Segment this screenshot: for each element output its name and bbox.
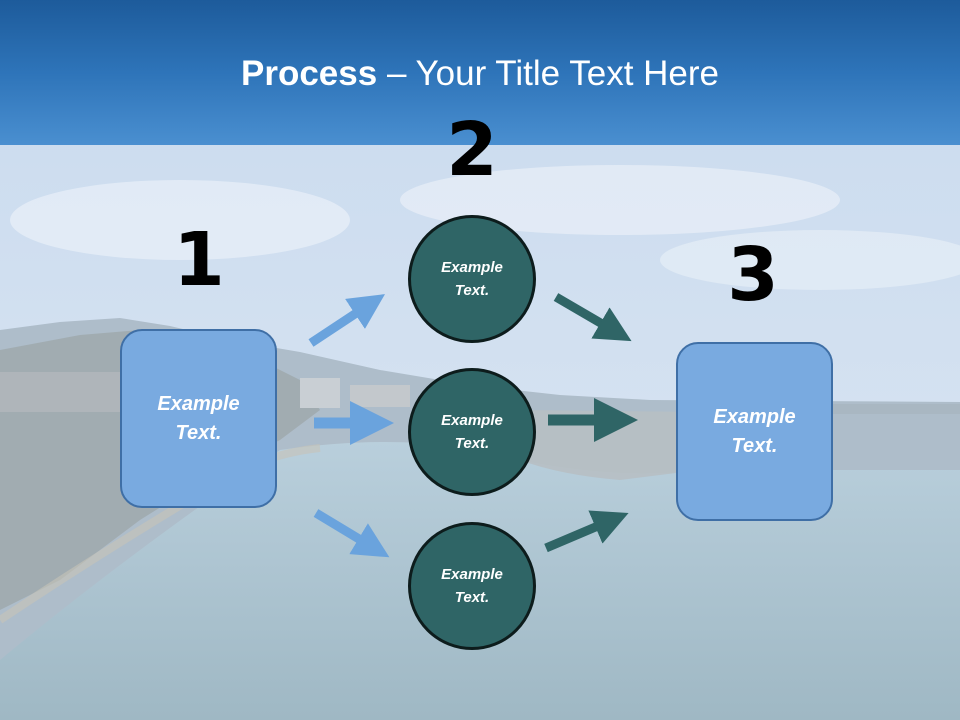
step-2-middle-text: Example Text. (441, 412, 503, 452)
step-3-text: Example Text. (713, 405, 796, 457)
step-1-box: Example Text. (120, 329, 277, 508)
slide-title: Process – Your Title Text Here (0, 52, 960, 96)
arrow-1-to-bottom (313, 509, 390, 558)
step-2-circle-top: Example Text. (408, 215, 536, 343)
step-1-text: Example Text. (157, 392, 240, 444)
step-2-circle-middle: Example Text. (408, 368, 536, 496)
title-bar (0, 0, 960, 145)
step-2-circle-bottom: Example Text. (408, 522, 536, 650)
title-rest: – Your Title Text Here (377, 54, 719, 93)
step-2-bottom-text: Example Text. (441, 566, 503, 606)
arrow-1-to-top (308, 294, 386, 347)
step-number-1: 1 (173, 217, 225, 303)
arrow-top-to-3 (553, 293, 632, 342)
title-bold: Process (241, 54, 378, 93)
step-3-box: Example Text. (676, 342, 833, 521)
step-number-3: 3 (727, 232, 779, 318)
step-2-top-text: Example Text. (441, 259, 503, 299)
arrow-bottom-to-3 (544, 510, 629, 553)
step-number-2: 2 (446, 107, 498, 193)
